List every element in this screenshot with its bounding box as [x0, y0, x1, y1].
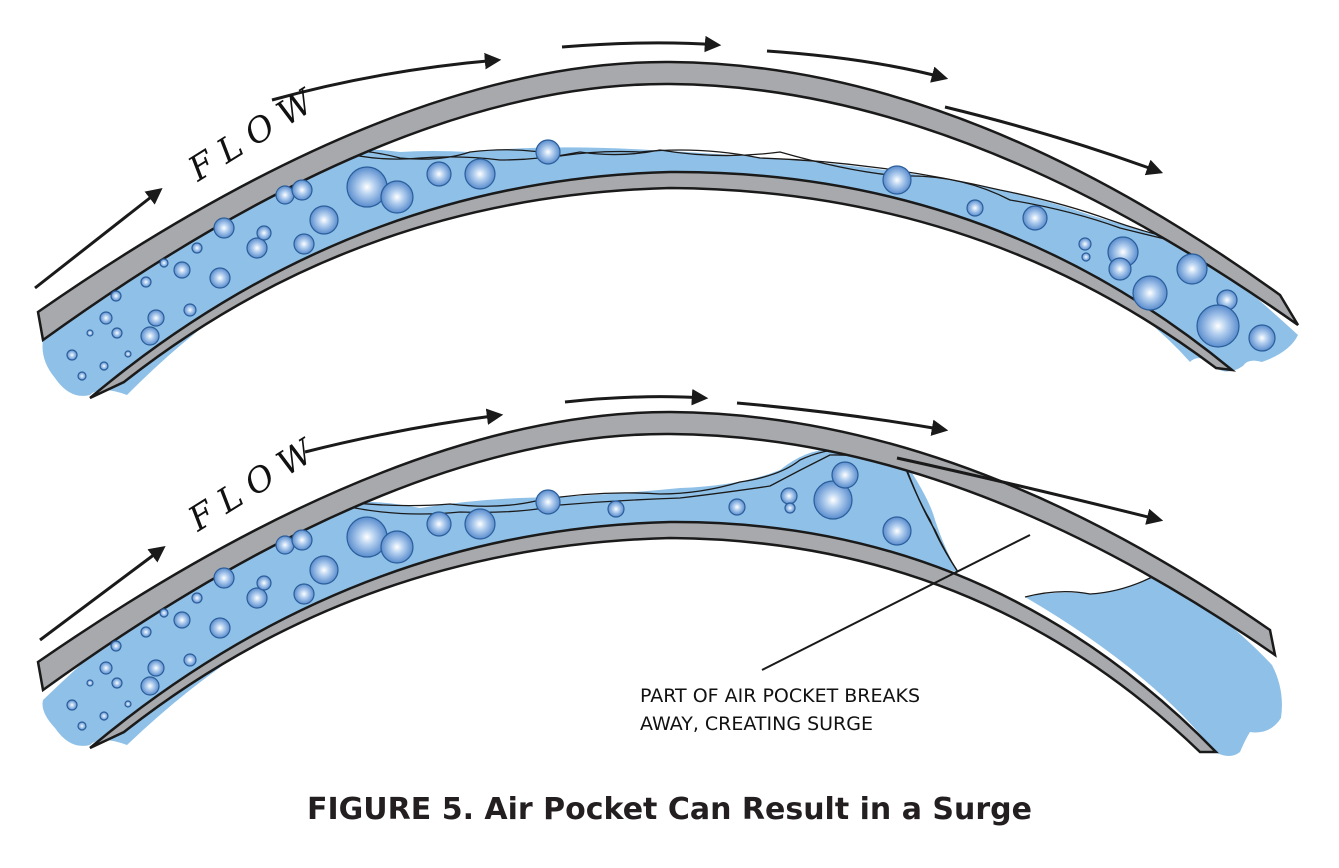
air-bubble-icon	[66, 349, 78, 361]
air-bubble-icon	[159, 258, 169, 268]
air-bubble-icon	[140, 326, 160, 346]
water-bottom-surge	[1025, 573, 1282, 756]
flow-arrow-icon	[39, 546, 166, 642]
air-bubble-icon	[246, 237, 268, 259]
flow-arrow-icon	[564, 388, 709, 406]
air-bubble-icon	[213, 217, 235, 239]
air-bubble-icon	[882, 165, 912, 195]
air-bubble-icon	[1248, 324, 1276, 352]
callout-leader-line	[761, 534, 1031, 671]
air-bubble-icon	[124, 350, 132, 358]
air-bubble-icon	[882, 516, 912, 546]
air-bubble-icon	[275, 535, 295, 555]
air-bubble-icon	[111, 677, 123, 689]
callout-line-2: AWAY, CREATING SURGE	[640, 713, 873, 735]
air-bubble-icon	[1022, 205, 1048, 231]
flow-arrow-icon	[896, 456, 1164, 525]
flow-arrow-icon	[944, 105, 1164, 176]
air-bubble-icon	[293, 233, 315, 255]
air-bubble-icon	[99, 661, 113, 675]
bottom-panel: FLOW PART OF AIR POCKET BREAKS AWAY, CRE…	[36, 388, 1282, 756]
air-bubble-icon	[309, 555, 339, 585]
air-bubble-icon	[183, 303, 197, 317]
air-bubble-icon	[191, 592, 203, 604]
air-bubble-icon	[173, 611, 191, 629]
figure-caption: FIGURE 5. Air Pocket Can Result in a Sur…	[307, 792, 1032, 827]
air-bubble-icon	[291, 529, 313, 551]
air-bubble-icon	[77, 371, 87, 381]
air-bubble-icon	[426, 161, 452, 187]
air-bubble-icon	[111, 327, 123, 339]
air-bubble-icon	[1196, 304, 1240, 348]
callout-line-1: PART OF AIR POCKET BREAKS	[640, 685, 920, 707]
air-bubble-icon	[256, 225, 272, 241]
flow-arrow-icon	[304, 408, 504, 454]
water-surface-line	[1024, 572, 1161, 598]
air-bubble-icon	[110, 640, 122, 652]
air-bubble-icon	[256, 575, 272, 591]
air-bubble-icon	[1108, 257, 1132, 281]
air-bubble-icon	[535, 489, 561, 515]
pipe-wall-inner	[89, 520, 1219, 754]
flow-arrow-icon	[736, 401, 949, 436]
air-bubble-icon	[309, 205, 339, 235]
water-surface-line	[339, 149, 1196, 245]
air-bubble-icon	[86, 329, 94, 337]
air-bubble-icon	[275, 185, 295, 205]
bubbles-bottom	[66, 461, 912, 731]
air-bubble-icon	[86, 679, 94, 687]
air-bubble-icon	[99, 711, 109, 721]
air-bubble-icon	[831, 461, 859, 489]
air-bubble-icon	[183, 653, 197, 667]
air-bubble-icon	[191, 242, 203, 254]
air-bubble-icon	[728, 498, 746, 516]
air-bubble-icon	[110, 290, 122, 302]
air-bubble-icon	[784, 502, 796, 514]
pipe-wall-inner	[89, 170, 1237, 400]
air-bubble-icon	[464, 508, 496, 540]
water-top	[42, 147, 1298, 396]
air-bubble-icon	[293, 583, 315, 605]
air-bubble-icon	[291, 179, 313, 201]
air-bubble-icon	[380, 530, 414, 564]
flow-arrow-icon	[766, 49, 949, 83]
pipe-wall-outer	[36, 410, 1277, 693]
air-bubble-icon	[426, 511, 452, 537]
air-bubble-icon	[77, 721, 87, 731]
pipe-wall-outer	[36, 60, 1300, 343]
air-bubble-icon	[209, 267, 231, 289]
air-bubble-icon	[213, 567, 235, 589]
air-bubble-icon	[1081, 252, 1091, 262]
flow-arrow-icon	[271, 52, 502, 102]
flow-arrow-icon	[561, 35, 722, 53]
air-bubble-icon	[140, 626, 152, 638]
air-bubble-icon	[607, 500, 625, 518]
air-bubble-icon	[380, 180, 414, 214]
air-bubble-icon	[159, 608, 169, 618]
air-bubble-icon	[173, 261, 191, 279]
air-bubble-icon	[1078, 237, 1092, 251]
air-bubble-icon	[99, 361, 109, 371]
air-bubble-icon	[124, 700, 132, 708]
flow-arrows-bottom	[39, 388, 1164, 642]
air-bubble-icon	[99, 311, 113, 325]
bubbles-top	[66, 139, 1276, 381]
air-bubble-icon	[966, 199, 984, 217]
air-bubble-icon	[1132, 275, 1168, 311]
air-bubble-icon	[66, 699, 78, 711]
air-bubble-icon	[535, 139, 561, 165]
flow-arrows-top	[34, 35, 1164, 290]
air-bubble-icon	[246, 587, 268, 609]
air-bubble-icon	[464, 158, 496, 190]
air-bubble-icon	[140, 676, 160, 696]
water-surface-line	[339, 149, 1196, 247]
air-bubble-icon	[140, 276, 152, 288]
air-bubble-icon	[209, 617, 231, 639]
air-bubble-icon	[147, 659, 165, 677]
air-bubble-icon	[1176, 253, 1208, 285]
air-bubble-icon	[147, 309, 165, 327]
air-bubble-icon	[780, 487, 798, 505]
top-panel: FLOW	[34, 35, 1300, 400]
flow-arrow-icon	[34, 187, 163, 290]
